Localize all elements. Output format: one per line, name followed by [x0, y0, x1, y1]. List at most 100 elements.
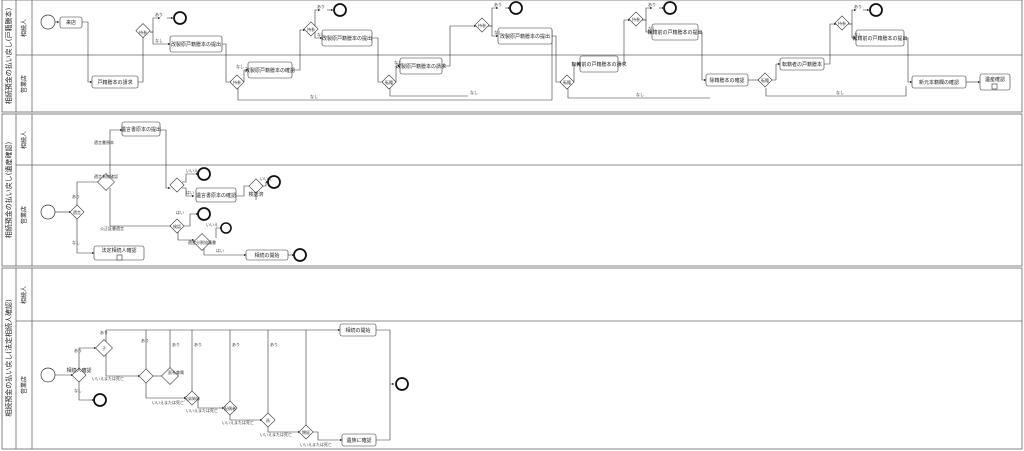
end-event	[197, 167, 211, 181]
task-box	[339, 323, 377, 337]
pool-1-lane-2-label: 営業店	[20, 75, 28, 93]
flow-label: なし	[236, 63, 244, 69]
task-label: 相続人確認	[66, 367, 91, 374]
flow-label: あり	[317, 3, 325, 9]
gateway-label: 転籍	[563, 79, 571, 85]
task-box	[979, 73, 1011, 91]
task-label: 改製原戸籍謄本の提出	[322, 35, 372, 42]
flow-label: あり	[172, 341, 180, 347]
flow-label: いいえまたは死亡	[300, 441, 332, 447]
flow-label: いいえまたは死亡	[260, 431, 292, 437]
flow-label: いいえまたは死亡	[152, 399, 184, 405]
pool-2-flow	[40, 121, 307, 262]
end-event	[267, 175, 281, 189]
start-event	[40, 204, 56, 220]
flow-label: いいえ	[206, 221, 218, 227]
flow-label: なし	[155, 37, 163, 43]
pool-3-text: 相続の開始 遺族に確認 相続人確認 子 直系尊属 兄弟姉妹 配偶者 孫 甥姪 あ…	[66, 327, 371, 447]
flow-label: あり	[155, 11, 163, 17]
task-box	[579, 55, 619, 73]
start-event	[40, 14, 56, 30]
subprocess-marker	[991, 83, 998, 90]
gateway-label: 兄弟姉妹	[184, 395, 200, 401]
gateway	[193, 233, 211, 251]
task-box	[651, 23, 699, 41]
gateway-label: 遺言	[73, 209, 81, 215]
gateway-label: 配偶者	[224, 405, 236, 411]
flow-label: なし	[636, 91, 644, 97]
pool-1-label: 相続預金の払い戻し(戸籍謄本)	[4, 8, 13, 105]
gateway-label: 持参	[478, 22, 486, 28]
flow-label: あり	[72, 193, 80, 199]
flow-label: はい	[176, 210, 184, 215]
task-label: 戸籍謄本の請求	[97, 79, 132, 86]
task-box	[247, 61, 293, 79]
task-box	[911, 75, 967, 89]
pool-1-flow	[40, 1, 1011, 101]
flow-label: あり	[494, 1, 502, 7]
task-label: 遺言書原本の提出	[121, 126, 161, 133]
gateway	[229, 74, 245, 90]
gateway	[303, 21, 319, 37]
task-label: 除籍謄本の確認	[709, 77, 744, 84]
task-box	[195, 187, 237, 203]
task-label: 来店	[66, 19, 76, 26]
flow-label: なし	[317, 31, 325, 37]
task-box	[705, 73, 749, 87]
pool-3-lane-1-label: 相続人	[20, 286, 28, 304]
gateway	[559, 74, 575, 90]
end-event	[93, 393, 107, 407]
flow-label: あり	[270, 341, 278, 347]
task-label: 検認済	[248, 191, 263, 198]
subprocess-marker	[116, 254, 123, 261]
end-event	[509, 1, 523, 15]
gateway	[169, 177, 185, 193]
task-box	[59, 16, 83, 29]
flow-label: なし	[836, 89, 844, 95]
flow-label: なし	[394, 59, 402, 65]
task-box	[497, 27, 553, 45]
task-label: 転籍前の戸籍謄本の請求	[571, 61, 626, 68]
pool-2: 相続預金の払い戻し(遺産確認) 相続人 営業店	[1, 113, 1023, 267]
task-box	[399, 57, 443, 75]
gateway	[248, 178, 264, 194]
gateway	[135, 23, 151, 39]
gateway	[97, 173, 115, 191]
end-event	[395, 377, 409, 391]
pool-3: 相続預金の払い戻し(法定相続人確認) 相続人 営業店	[1, 267, 1023, 450]
task-box	[245, 249, 289, 261]
task-box	[121, 121, 161, 137]
task-label: 遺族に確認	[346, 437, 371, 444]
flow-label: なし	[74, 387, 82, 393]
gateway-label: 検認	[173, 223, 181, 229]
pool-2-label: 相続預金の払い戻し(遺産確認)	[4, 142, 13, 239]
end-event	[293, 248, 307, 262]
gateway-label: 持参	[307, 26, 315, 32]
gateway	[260, 412, 276, 428]
pool-1-lane-1-label: 相続人	[20, 19, 28, 37]
task-label: 遺言書原本の確認	[196, 192, 236, 199]
gateway	[298, 424, 314, 440]
task-label: 転籍前の戸籍謄本の提出	[852, 35, 907, 42]
task-box	[855, 29, 905, 47]
gateway-label: 転籍	[761, 77, 769, 83]
flow-label: なし	[470, 89, 478, 95]
task-label: 相続の開始	[345, 327, 370, 334]
gateway-label: 孫	[266, 417, 270, 423]
flow-label: なし	[72, 239, 80, 245]
flow-label: いいえまたは死亡	[222, 419, 254, 425]
flow-label: はい	[186, 190, 194, 195]
gateway	[474, 17, 490, 33]
gateway	[71, 367, 87, 383]
flow-label: なし	[494, 29, 502, 35]
flow-label: いいえまたは死亡	[92, 375, 124, 381]
gateway-label: 遺言有無確認	[94, 173, 118, 179]
flow-label: あり	[194, 341, 202, 347]
end-event	[220, 222, 232, 234]
pool-1: 相続預金の払い戻し(戸籍謄本) 相続人 営業店	[1, 0, 1023, 113]
gateway	[184, 390, 200, 406]
gateway	[95, 339, 113, 357]
pool-2-lane-1-label: 相続人	[20, 131, 28, 149]
gateway-label: 甥姪	[302, 429, 310, 435]
pool-1-text: 来店 戸籍謄本の請求 改製原戸籍謄本の提出 改製原戸籍謄本の確認 改製原戸籍謄本…	[66, 1, 1005, 99]
